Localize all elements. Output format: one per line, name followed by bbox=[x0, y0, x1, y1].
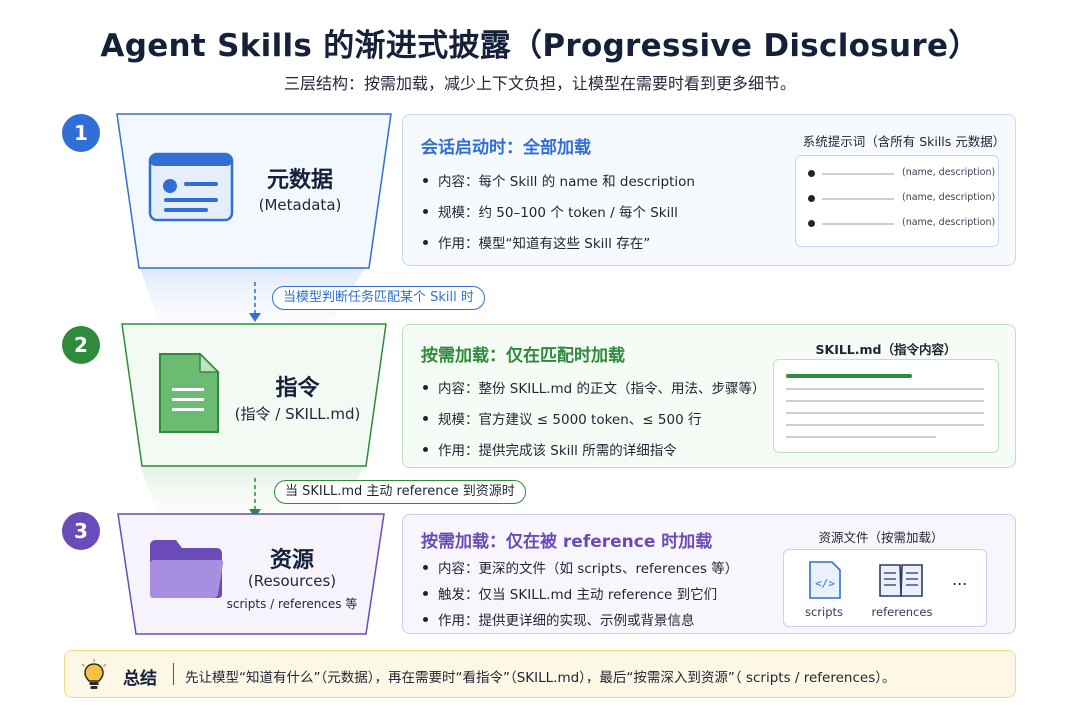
layer3-sub: (Resources) bbox=[247, 572, 337, 590]
layer3-heading: 按需加载：仅在被 reference 时加载 bbox=[421, 532, 713, 552]
metadata-row-3: (name, description) bbox=[902, 217, 996, 228]
layer3-name: 资源 bbox=[269, 548, 314, 573]
layer1-bullet-1: 内容：每个 Skill 的 name 和 description bbox=[423, 170, 695, 190]
layer3-sub2: scripts / references 等 bbox=[226, 597, 358, 611]
layer2-box-title: SKILL.md（指令内容） bbox=[815, 342, 957, 357]
layer3-bullet-2: 触发：仅当 SKILL.md 主动 reference 到它们 bbox=[423, 583, 717, 603]
row-dot bbox=[808, 170, 815, 177]
layer3-box-title: 资源文件（按需加载） bbox=[818, 530, 944, 545]
layer1-bullet-2: 规模：约 50–100 个 token / 每个 Skill bbox=[423, 201, 678, 221]
more-files-ellipsis: ... bbox=[952, 570, 968, 589]
layer3-panel: 按需加载：仅在被 reference 时加载 内容：更深的文件（如 script… bbox=[402, 514, 1016, 634]
layer1-sub: (Metadata) bbox=[258, 196, 342, 214]
layer2-panel: 按需加载：仅在匹配时加载 内容：整份 SKILL.md 的正文（指令、用法、步骤… bbox=[402, 324, 1016, 468]
layer3-bullet-3: 作用：提供更详细的实现、示例或背景信息 bbox=[423, 609, 695, 629]
id-card-icon bbox=[148, 152, 234, 222]
summary-banner: 总结 先让模型“知道有什么”（元数据），再在需要时“看指令”（SKILL.md）… bbox=[64, 650, 1016, 698]
layer2-bullet-2: 规模：官方建议 ≤ 5000 token、≤ 500 行 bbox=[423, 408, 701, 428]
layer1-panel: 会话启动时：全部加载 内容：每个 Skill 的 name 和 descript… bbox=[402, 114, 1016, 266]
row-dot bbox=[808, 220, 815, 227]
resource-files-box: </> scripts references ... bbox=[783, 549, 987, 627]
layer1-bullet-3: 作用：模型“知道有这些 Skill 存在” bbox=[423, 232, 650, 252]
layer2-bullet-3: 作用：提供完成该 Skill 所需的详细指令 bbox=[423, 439, 677, 459]
step-number-3: 3 bbox=[62, 512, 100, 550]
connector-arrow-1 bbox=[249, 282, 261, 322]
row-dot bbox=[808, 195, 815, 202]
skill-md-box bbox=[773, 359, 999, 453]
layer1-name: 元数据 bbox=[266, 168, 333, 193]
folder-icon bbox=[150, 540, 224, 598]
code-file-icon: </> bbox=[809, 561, 841, 599]
page-title: Agent Skills 的渐进式披露（Progressive Disclosu… bbox=[100, 28, 980, 64]
page-subtitle: 三层结构：按需加载，减少上下文负担，让模型在需要时看到更多细节。 bbox=[283, 74, 796, 93]
svg-text:</>: </> bbox=[815, 577, 835, 590]
layer2-name: 指令 bbox=[275, 376, 320, 401]
summary-divider bbox=[173, 663, 174, 685]
step-number-1: 1 bbox=[62, 114, 100, 152]
summary-text: 先让模型“知道有什么”（元数据），再在需要时“看指令”（SKILL.md），最后… bbox=[185, 670, 896, 686]
layer3-card bbox=[117, 513, 385, 635]
step-number-2: 2 bbox=[62, 326, 100, 364]
connector-label-2: 当 SKILL.md 主动 reference 到资源时 bbox=[274, 480, 526, 504]
layer1-heading: 会话启动时：全部加载 bbox=[421, 138, 591, 158]
layer1-card bbox=[116, 113, 392, 269]
summary-label: 总结 bbox=[123, 669, 157, 689]
layer2-heading: 按需加载：仅在匹配时加载 bbox=[421, 346, 625, 366]
connector-label-1: 当模型判断任务匹配某个 Skill 时 bbox=[272, 286, 485, 310]
metadata-row-2: (name, description) bbox=[902, 192, 996, 203]
layer2-sub: (指令 / SKILL.md) bbox=[234, 405, 361, 423]
book-icon bbox=[879, 564, 923, 597]
layer1-box-title: 系统提示词（含所有 Skills 元数据） bbox=[802, 134, 1006, 149]
layer3-bullet-1: 内容：更深的文件（如 scripts、references 等） bbox=[423, 557, 738, 577]
lightbulb-icon bbox=[81, 659, 107, 689]
file-label-references: references bbox=[871, 605, 933, 619]
file-label-scripts: scripts bbox=[804, 605, 844, 619]
metadata-row-1: (name, description) bbox=[902, 167, 996, 178]
document-icon bbox=[159, 352, 220, 433]
layer2-bullet-1: 内容：整份 SKILL.md 的正文（指令、用法、步骤等） bbox=[423, 377, 766, 397]
system-prompt-box: (name, description) (name, description) … bbox=[795, 155, 999, 247]
